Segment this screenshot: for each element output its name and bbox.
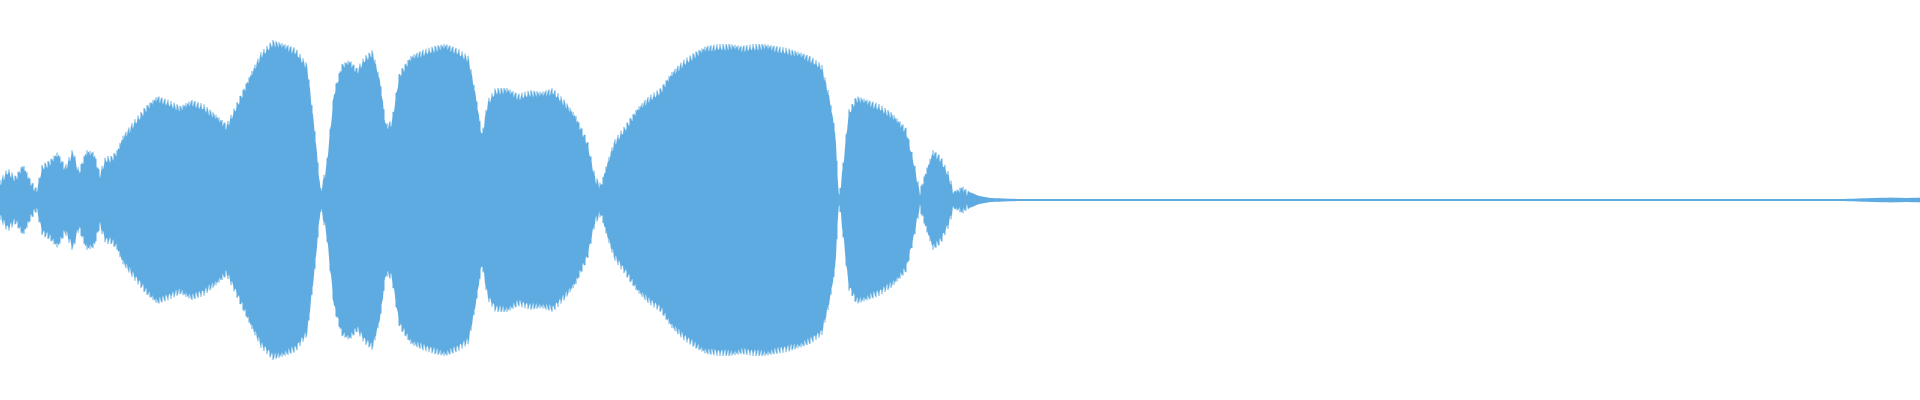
waveform-detail [0,40,967,360]
